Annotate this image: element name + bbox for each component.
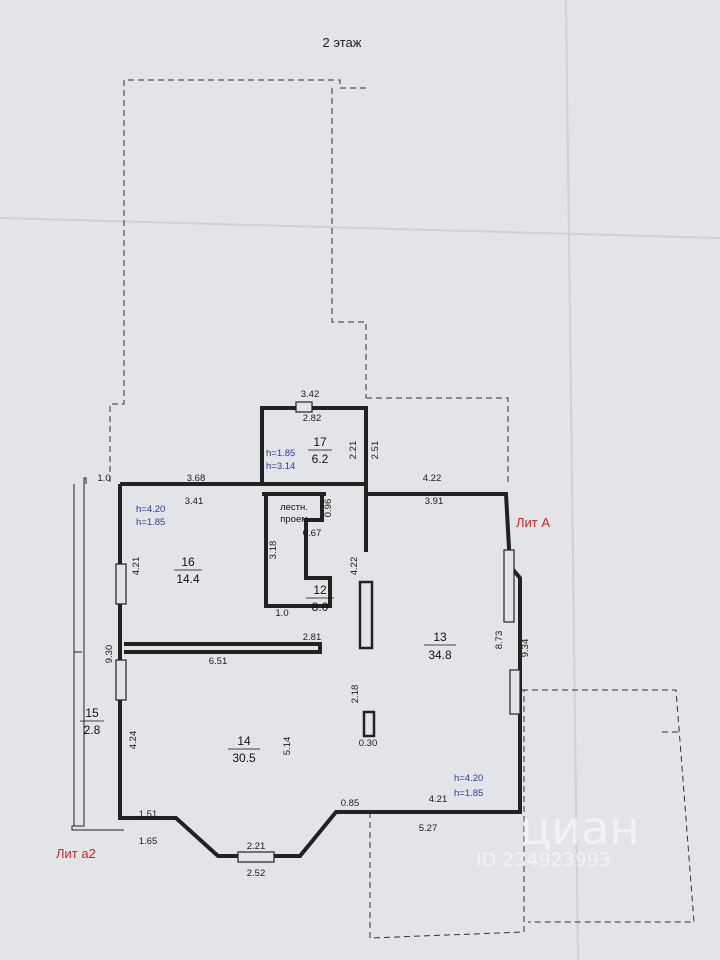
window [295,401,313,413]
floor-title: 2 этаж [323,35,362,50]
height-label: h=1.85 [266,448,295,459]
stair-opening-label: лестн. [280,502,308,513]
dimension-label: 1.0 [97,473,110,484]
paper-fold-line [0,217,720,239]
dimension-label: 8.73 [494,631,505,650]
dimension-label: 4.24 [128,731,139,750]
dimension-label: 4.22 [423,473,442,484]
windows [115,401,521,863]
dimension-label: 4.22 [349,557,360,576]
height-label: h=4.20 [454,773,483,784]
svg-text:16: 16 [181,555,195,569]
dimension-label: 9.34 [520,639,531,658]
lit-a-label: Лит А [516,515,550,530]
height-label: h=1.85 [136,517,165,528]
room-17-label: 17 6.2 [308,435,332,466]
dimension-label: 5.14 [282,737,293,756]
room-14-label: 14 30.5 [228,734,260,765]
dimension-label: 3.91 [425,496,444,507]
dimension-label: 0.96 [323,499,334,518]
svg-text:15: 15 [85,706,99,720]
stair-opening-label: проем [280,514,308,525]
room-12-label: 12 8.0 [306,583,334,614]
watermark-id-text: ID 234923993 [476,849,611,871]
dimension-label: 2.81 [303,632,322,643]
watermark: циан ID 234923993 [476,801,639,871]
svg-text:30.5: 30.5 [232,751,256,765]
window [115,563,127,605]
dimension-label: 4.21 [131,557,142,576]
paper-fold-line [565,0,579,960]
height-label: h=3.14 [266,461,295,472]
window [237,851,275,863]
dimension-label: 1.0 [275,608,288,619]
svg-text:6.2: 6.2 [312,452,329,466]
dimension-label: 4.21 [429,794,448,805]
svg-text:17: 17 [313,435,327,449]
svg-text:14: 14 [237,734,251,748]
dimension-label: 0.85 [341,798,360,809]
watermark-logo-text: циан [520,801,639,855]
dimension-label: 2.18 [350,685,361,704]
dimension-label: 2.51 [370,441,381,460]
dimension-label: 1.65 [139,836,158,847]
dimension-label: 2.82 [303,413,322,424]
svg-text:2.8: 2.8 [84,723,101,737]
dimension-label: 3.42 [301,389,320,400]
dashed-outline [109,79,695,939]
svg-text:13: 13 [433,630,447,644]
dimension-label: 2.21 [348,441,359,460]
dimension-label: 3.41 [185,496,204,507]
svg-text:8.0: 8.0 [312,600,329,614]
dimension-label: 9.30 [104,645,115,664]
dimension-label: 0.67 [303,528,322,539]
height-label: h=4.20 [136,504,165,515]
outline-lit-a2 [71,477,124,831]
room-13-label: 13 34.8 [424,630,456,662]
window [509,669,521,715]
window [115,659,127,701]
room-16-label: 16 14.4 [174,555,202,586]
height-label: h=1.85 [454,788,483,799]
svg-text:14.4: 14.4 [176,572,200,586]
window [503,549,515,623]
svg-text:12: 12 [313,583,327,597]
dimension-label: 6.51 [209,656,228,667]
lit-a2-label: Лит а2 [56,846,96,861]
dimension-labels: 3.42 2.82 1.0 3.68 4.22 3.41 3.91 0.67 1… [97,389,531,879]
dimension-label: 3.18 [268,541,279,560]
walls [118,406,522,858]
dimension-label: 1.51 [139,809,158,820]
dimension-label: 0.30 [359,738,378,749]
svg-text:34.8: 34.8 [428,648,452,662]
dimension-label: 2.21 [247,841,266,852]
dimension-label: 5.27 [419,823,438,834]
dimension-label: 3.68 [187,473,206,484]
dimension-label: 2.52 [247,868,266,879]
room-15-label: 15 2.8 [80,706,104,737]
